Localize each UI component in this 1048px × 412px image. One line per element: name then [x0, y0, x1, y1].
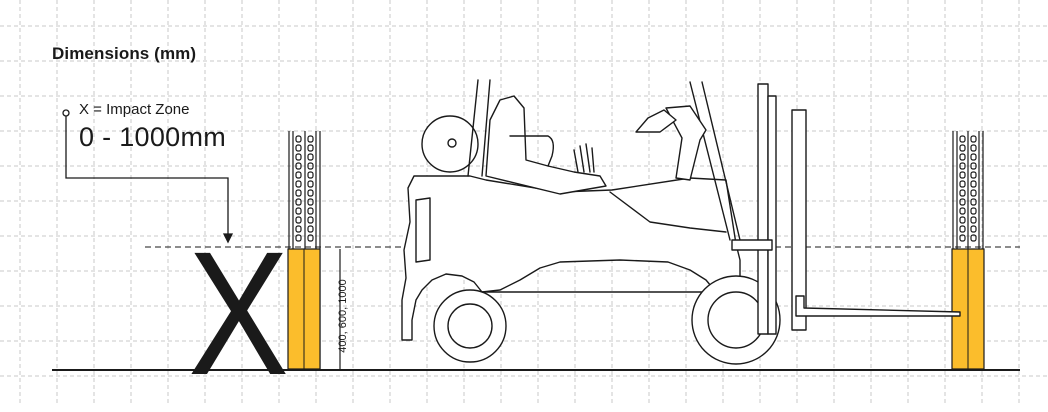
upright-hole: [295, 225, 302, 233]
forklift-carriage: [791, 109, 807, 331]
forklift-mast: [757, 83, 769, 335]
page-title: Dimensions (mm): [52, 44, 197, 63]
upright-hole: [959, 171, 966, 179]
upright-hole: [959, 234, 966, 242]
upright-hole: [295, 234, 302, 242]
upright-hole: [970, 207, 977, 215]
upright-hole: [307, 189, 314, 197]
forklift-steering-column: [665, 105, 707, 181]
upright-hole: [959, 189, 966, 197]
forklift-icon: [401, 79, 961, 365]
forklift-mast-bracket: [731, 239, 773, 251]
upright-hole: [970, 171, 977, 179]
upright-hole: [295, 207, 302, 215]
upright-hole: [959, 162, 966, 170]
upright-holes: [295, 135, 314, 242]
upright-hole: [307, 171, 314, 179]
upright-hole: [959, 225, 966, 233]
forklift-side-panel: [415, 197, 431, 263]
upright-hole: [970, 180, 977, 188]
barrier-height-options: 400, 600, 1000: [337, 279, 349, 353]
forklift-body: [401, 175, 741, 341]
upright-hole: [959, 207, 966, 215]
upright-hole: [307, 153, 314, 161]
forklift-tank-valve: [447, 138, 457, 148]
upright-hole: [959, 216, 966, 224]
callout-arrowhead: [222, 233, 234, 244]
upright-hole: [307, 180, 314, 188]
impact-arrow-icon: [62, 109, 234, 244]
forklift-steering-wheel: [635, 109, 677, 133]
upright-hole: [970, 135, 977, 143]
forklift-rear-post: [467, 79, 491, 177]
forklift-levers: [573, 143, 595, 173]
upright-hole: [970, 189, 977, 197]
upright-hole: [959, 135, 966, 143]
floor-lines: [52, 246, 1020, 371]
impact-zone-label: X = Impact Zone: [79, 101, 190, 118]
forklift-front-hub: [707, 291, 765, 349]
upright-hole: [307, 198, 314, 206]
upright-hole: [295, 144, 302, 152]
upright-hole: [295, 198, 302, 206]
upright-hole: [970, 216, 977, 224]
upright-hole: [959, 198, 966, 206]
forklift-rear-hub: [447, 303, 493, 349]
upright-holes: [959, 135, 977, 242]
upright-hole: [970, 162, 977, 170]
forklift-hood-panel: [609, 191, 727, 233]
upright-hole: [307, 144, 314, 152]
forklift-fork: [795, 295, 961, 317]
upright-hole: [295, 135, 302, 143]
upright-hole: [307, 135, 314, 143]
callout-line: [65, 116, 229, 236]
upright-hole: [307, 162, 314, 170]
forklift-front-post: [689, 81, 741, 241]
upright-hole: [970, 198, 977, 206]
forklift-seat: [485, 95, 607, 195]
upright-hole: [970, 153, 977, 161]
upright-hole: [307, 216, 314, 224]
upright-hole: [295, 171, 302, 179]
upright-hole: [970, 234, 977, 242]
forklift-mast-inner: [767, 95, 777, 335]
callout-dot: [62, 109, 70, 117]
upright-hole: [307, 225, 314, 233]
upright-hole: [959, 144, 966, 152]
upright-hole: [295, 216, 302, 224]
upright-hole: [970, 225, 977, 233]
upright-hole: [970, 144, 977, 152]
upright-hole: [307, 207, 314, 215]
upright-hole: [295, 180, 302, 188]
upright-hole: [295, 189, 302, 197]
upright-hole: [295, 153, 302, 161]
upright-hole: [959, 180, 966, 188]
upright-hole: [295, 162, 302, 170]
impact-zone-symbol: X: [188, 216, 289, 412]
impact-zone-range: 0 - 1000mm: [79, 122, 227, 152]
upright-hole: [307, 234, 314, 242]
forklift-grab-bar: [509, 135, 555, 167]
upright-hole: [959, 153, 966, 161]
